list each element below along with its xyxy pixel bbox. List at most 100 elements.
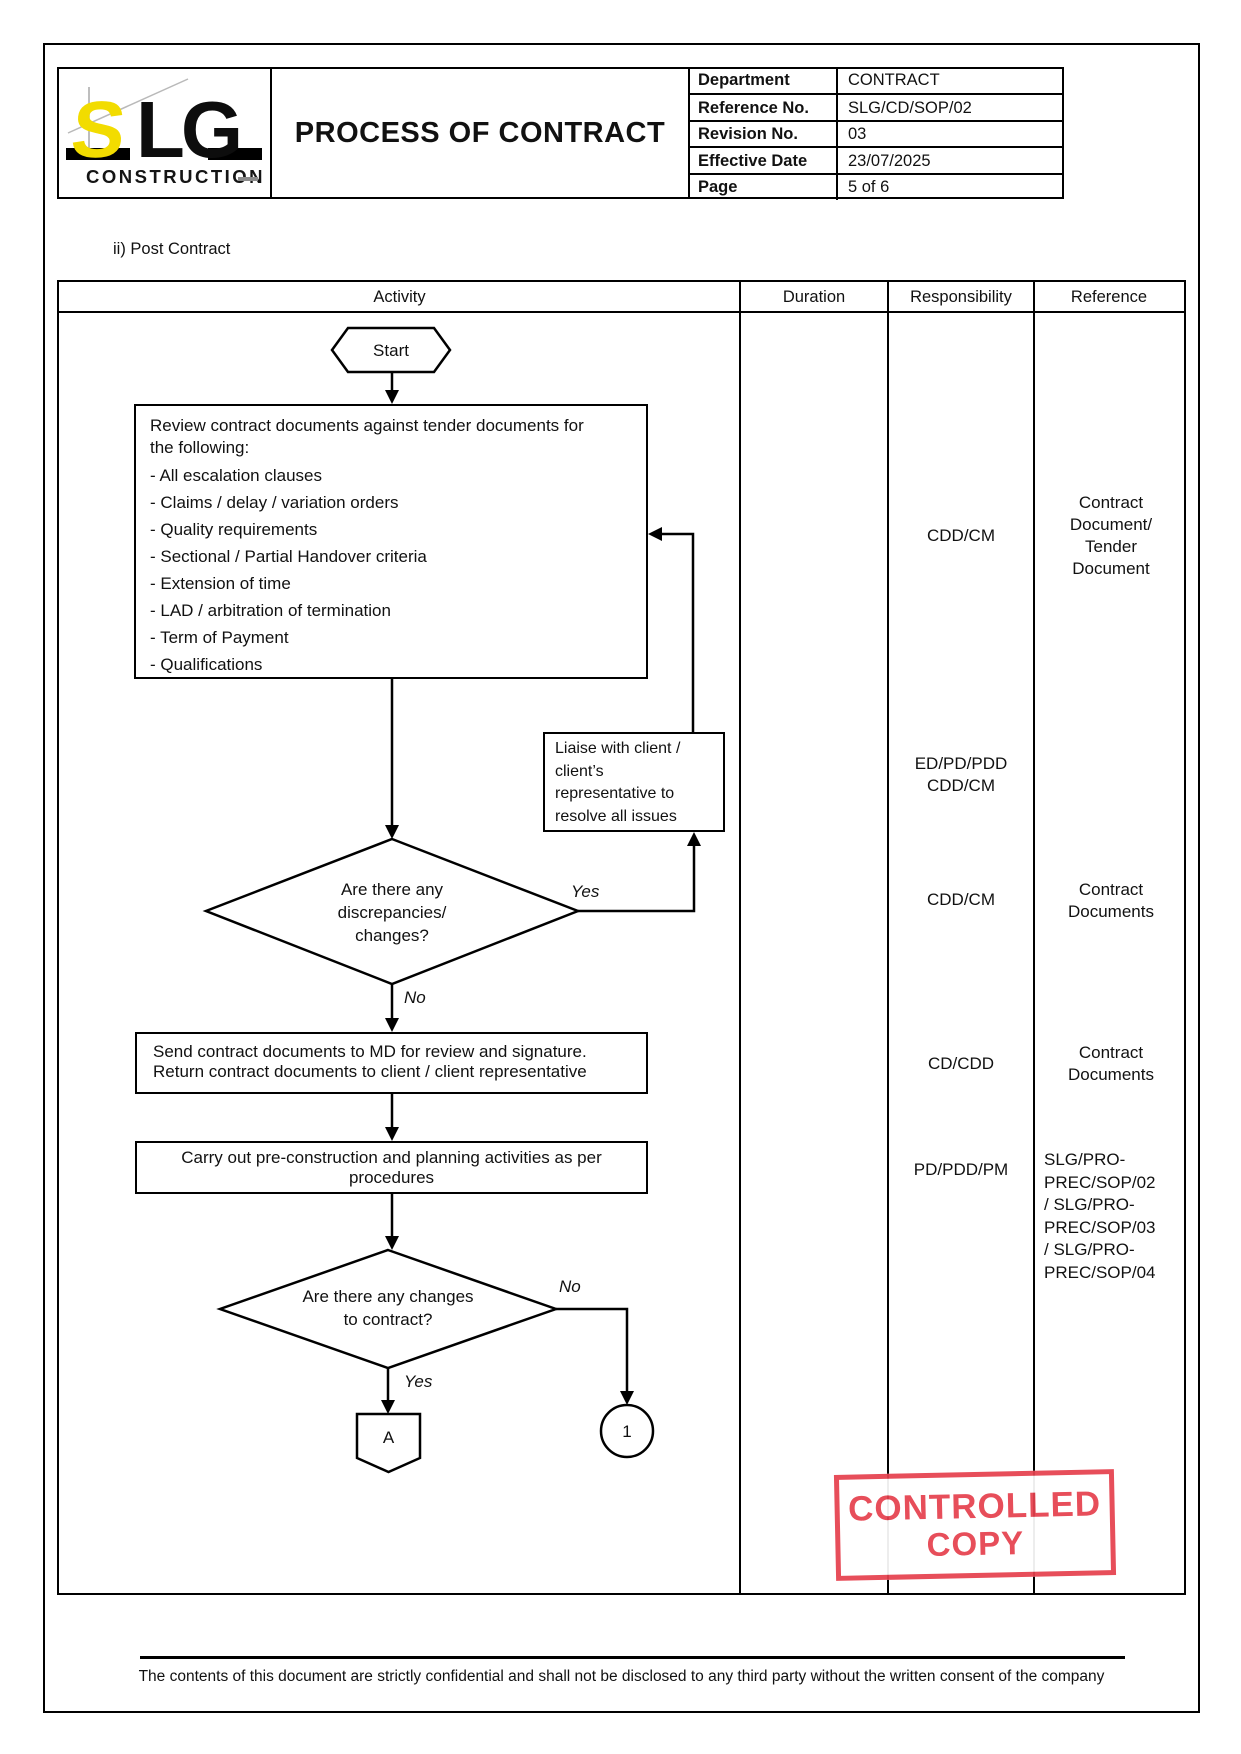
start-terminator-shape (330, 326, 452, 374)
reference-line: Documents (1068, 902, 1154, 921)
arrowhead (385, 390, 399, 404)
reference-line: PREC/SOP/03 (1044, 1217, 1156, 1237)
decision2-text: Are there any changes to contract? (288, 1285, 488, 1331)
carry-line: procedures (348, 1167, 435, 1187)
arrowhead (385, 825, 399, 839)
info-label: Effective Date (688, 148, 838, 175)
info-row-department: Department CONTRACT (688, 67, 1064, 94)
reference-row3: Contract Documents (1034, 879, 1188, 923)
page-border (43, 43, 1200, 1713)
footer-confidentiality-note: The contents of this document are strict… (138, 1668, 1105, 1685)
reference-line: PREC/SOP/02 (1044, 1172, 1156, 1192)
reference-row4: Contract Documents (1034, 1042, 1188, 1086)
carry-line: Carry out pre-construction and planning … (181, 1147, 602, 1167)
decision2-yes-label: Yes (404, 1372, 433, 1391)
info-value: CONTRACT (848, 70, 940, 89)
liaise-line: resolve all issues (555, 807, 677, 825)
responsibility-row1: CDD/CM (927, 526, 995, 545)
decision1-line: discrepancies/ (337, 903, 447, 922)
responsibility-line: CDD/CM (927, 776, 995, 795)
info-rule (688, 146, 1064, 149)
info-label: Reference No. (688, 95, 838, 122)
review-item: - Extension of time (150, 574, 291, 593)
decision1-line: Are there any (340, 880, 444, 899)
document-title: PROCESS OF CONTRACT (294, 116, 666, 149)
section-label: ii) Post Contract (113, 240, 231, 258)
reference-line: Contract (1078, 493, 1144, 512)
liaise-process-box: Liaise with client / client’s representa… (543, 732, 725, 832)
logo-letters-lg: LG (136, 85, 239, 174)
info-rule (688, 119, 1064, 122)
logo-roof-line (67, 78, 189, 134)
send-line: Return contract documents to client / cl… (153, 1062, 587, 1081)
responsibility-row4: CD/CDD (927, 1054, 995, 1073)
logo-small-text-mark (238, 177, 258, 181)
arrowhead (385, 1018, 399, 1032)
reference-line: PREC/SOP/04 (1044, 1262, 1156, 1282)
review-item: - Term of Payment (150, 628, 289, 647)
column-header-responsibility: Responsibility (910, 287, 1012, 306)
reference-row5: SLG/PRO- PREC/SOP/02 / SLG/PRO- PREC/SOP… (1044, 1149, 1174, 1284)
reference-row1: Contract Document/ Tender Document (1034, 492, 1188, 580)
info-rule (688, 93, 1064, 96)
info-value: 03 (848, 124, 867, 143)
decision2-diamond (216, 1248, 560, 1370)
liaise-line: client’s (555, 762, 604, 780)
decision1-no-label: No (404, 988, 426, 1007)
info-label: Revision No. (688, 121, 838, 148)
reference-line: Document/ (1069, 515, 1153, 534)
connector-1-label: 1 (622, 1421, 632, 1441)
info-row-revision: Revision No. 03 (688, 121, 1064, 148)
connector-a-label: A (382, 1427, 395, 1447)
decision1-text: Are there any discrepancies/ changes? (272, 878, 512, 947)
info-rule (688, 172, 1064, 175)
info-row-page: Page 5 of 6 (688, 174, 1064, 201)
info-value: 5 of 6 (848, 177, 890, 196)
review-item: - Quality requirements (150, 520, 318, 539)
send-line: Send contract documents to MD for review… (153, 1042, 587, 1061)
review-intro-line: Review contract documents against tender… (150, 416, 584, 435)
stamp-line2: COPY (926, 1523, 1025, 1564)
review-item: - Qualifications (150, 655, 263, 674)
connector-liaise-review (660, 532, 695, 732)
flowchart-canvas (59, 282, 1184, 1593)
review-process-box: Review contract documents against tender… (134, 404, 648, 679)
header-divider-1 (270, 67, 272, 199)
responsibility-row2: ED/PD/PDD CDD/CM (888, 753, 1034, 797)
connector-1-circle (599, 1403, 655, 1459)
decision2-no-label: No (559, 1277, 581, 1296)
responsibility-line: ED/PD/PDD (914, 754, 1008, 773)
connector-decision1-liaise (578, 844, 696, 913)
info-value: 23/07/2025 (848, 151, 931, 170)
logo-construction-text: CONSTRUCTION (86, 166, 265, 187)
liaise-line: representative to (555, 785, 675, 802)
decision1-line: changes? (355, 926, 429, 945)
arrowhead (385, 1127, 399, 1141)
reference-line: Contract (1078, 880, 1144, 899)
connector-decision2-circle (556, 1307, 629, 1393)
arrowhead (687, 832, 701, 846)
arrowhead (620, 1391, 634, 1405)
reference-line: Documents (1068, 1065, 1154, 1084)
column-header-reference: Reference (1070, 287, 1148, 306)
decision1-yes-label: Yes (571, 882, 600, 901)
review-item: - Claims / delay / variation orders (150, 493, 399, 512)
logo-ground-bar-left (66, 148, 130, 160)
info-row-reference: Reference No. SLG/CD/SOP/02 (688, 95, 1064, 122)
review-item: - LAD / arbitration of termination (150, 601, 391, 620)
review-item: - All escalation clauses (150, 466, 322, 485)
info-label: Page (688, 174, 838, 201)
review-intro-line: the following: (150, 438, 250, 457)
header-divider-2 (688, 67, 690, 199)
review-item: - Sectional / Partial Handover criteria (150, 547, 427, 566)
info-row-effective-date: Effective Date 23/07/2025 (688, 148, 1064, 175)
company-logo: S LG CONSTRUCTION (62, 71, 266, 197)
info-label: Department (688, 67, 838, 94)
responsibility-row5: PD/PDD/PM (913, 1160, 1009, 1179)
decision1-diamond (202, 837, 582, 986)
reference-line: / SLG/PRO- (1044, 1195, 1135, 1214)
logo-letter-s: S (67, 84, 130, 174)
flowchart-table: Activity Duration Responsibility Referen… (57, 280, 1186, 1595)
reference-line: Document (1072, 559, 1150, 578)
